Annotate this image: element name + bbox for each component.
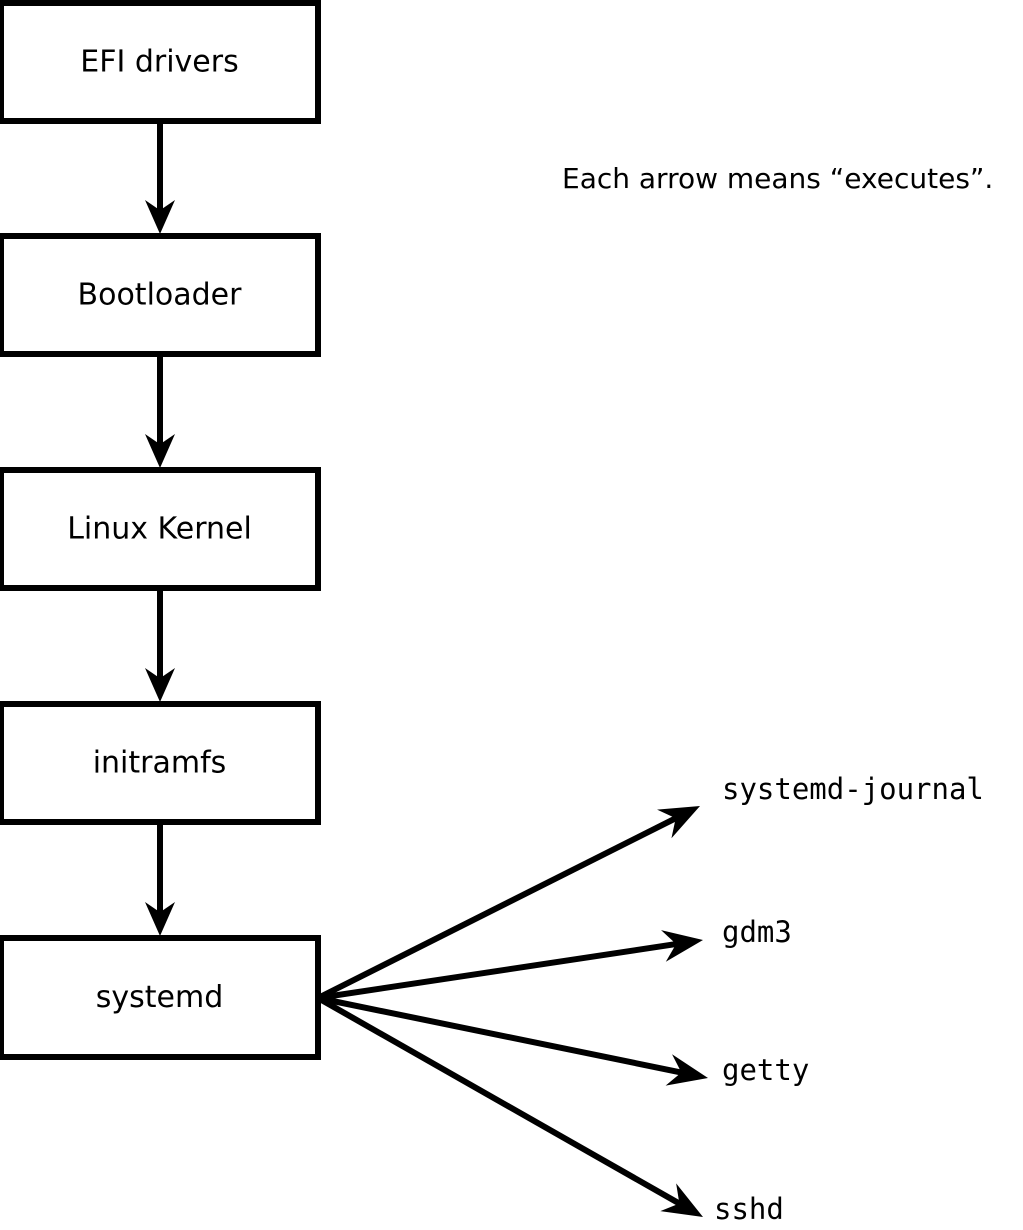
node-efi-drivers[interactable]: EFI drivers (0, 0, 321, 124)
arrow-efi-to-bootloader (145, 121, 175, 234)
arrow-systemd-to-gdm3 (317, 930, 703, 1001)
node-box-initramfs (0, 701, 321, 825)
arrow-initramfs-to-systemd (145, 823, 175, 936)
arrow-head-icon (665, 1054, 708, 1086)
arrow-shaft (317, 940, 680, 1001)
service-arrows (316, 806, 708, 1217)
service-labels: systemd-journal gdm3 getty sshd (714, 772, 984, 1226)
arrow-systemd-to-getty (317, 995, 708, 1086)
node-box-systemd (0, 935, 321, 1060)
arrow-head-icon (657, 806, 700, 839)
node-box-efi-drivers (0, 0, 321, 124)
boot-chain-boxes: EFI drivers Bootloader Linux Kernel init… (0, 0, 321, 1060)
service-label-getty: getty (722, 1053, 809, 1087)
arrow-head-icon (661, 930, 703, 962)
node-label-efi-drivers: EFI drivers (80, 45, 238, 80)
service-label-gdm3: gdm3 (722, 915, 792, 949)
arrow-head-icon (145, 434, 175, 468)
node-label-systemd: systemd (96, 980, 224, 1015)
arrow-head-icon (145, 200, 175, 234)
node-systemd[interactable]: systemd (0, 935, 321, 1060)
node-box-bootloader (0, 233, 321, 357)
service-label-sshd: sshd (714, 1192, 784, 1226)
node-bootloader[interactable]: Bootloader (0, 233, 321, 357)
chain-arrows (145, 121, 175, 936)
diagram-caption: Each arrow means “executes”. (562, 162, 993, 195)
node-label-initramfs: initramfs (93, 746, 227, 781)
arrow-shaft (317, 995, 686, 1077)
service-label-systemd-journal: systemd-journal (722, 772, 984, 806)
node-linux-kernel[interactable]: Linux Kernel (0, 467, 321, 591)
arrow-head-icon (145, 668, 175, 702)
arrow-shaft (316, 814, 680, 1001)
node-label-linux-kernel: Linux Kernel (67, 512, 252, 547)
node-initramfs[interactable]: initramfs (0, 701, 321, 825)
node-label-bootloader: Bootloader (78, 278, 243, 313)
arrow-head-icon (660, 1183, 703, 1217)
node-box-linux-kernel (0, 467, 321, 591)
arrow-systemd-to-systemd-journal (316, 806, 700, 1001)
arrow-head-icon (145, 902, 175, 936)
arrow-systemd-to-sshd (316, 995, 703, 1217)
arrow-kernel-to-initramfs (145, 589, 175, 702)
arrow-shaft (316, 995, 684, 1208)
arrow-bootloader-to-kernel (145, 355, 175, 468)
